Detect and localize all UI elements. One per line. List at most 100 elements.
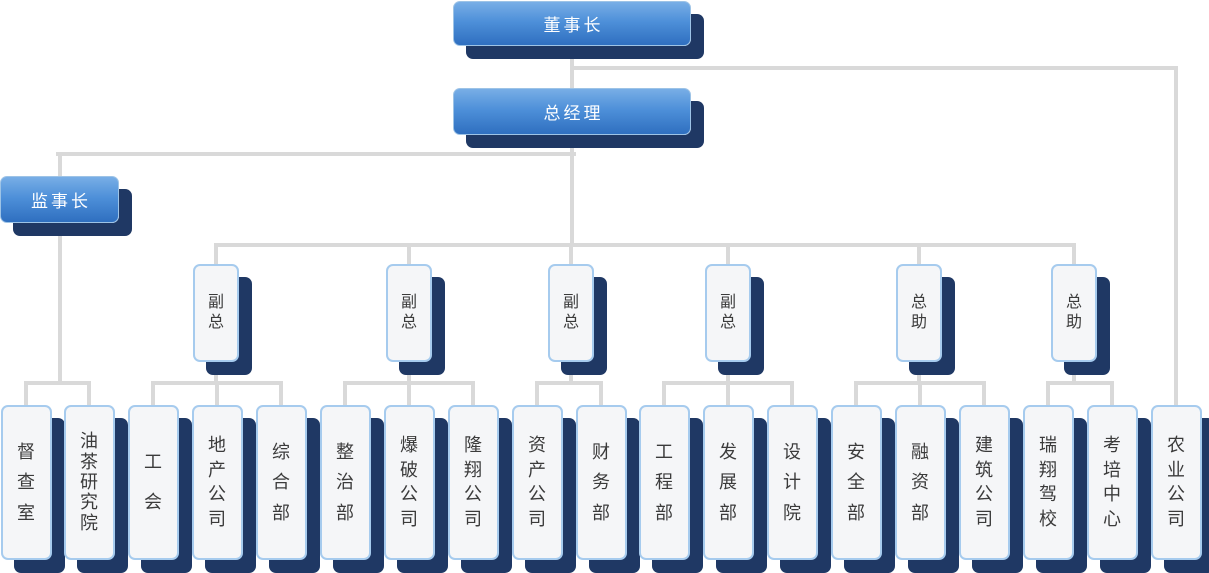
glyph: 资 xyxy=(528,435,546,456)
connector-line xyxy=(471,381,475,407)
connector-line xyxy=(214,243,218,266)
node-department: 建筑公司 xyxy=(958,405,1010,560)
node-executive: 副总 xyxy=(386,264,432,362)
connector-line xyxy=(214,243,1076,247)
glyph: 助 xyxy=(1065,314,1082,331)
glyph: 考 xyxy=(1103,435,1121,456)
glyph: 产 xyxy=(528,459,546,480)
glyph: 究 xyxy=(80,492,98,513)
connector-line xyxy=(662,381,666,407)
glyph: 院 xyxy=(80,512,98,533)
node-department: 考培中心 xyxy=(1086,405,1138,560)
connector-line xyxy=(982,381,986,407)
glyph: 地 xyxy=(208,435,226,456)
glyph: 发 xyxy=(719,441,737,462)
glyph: 部 xyxy=(719,502,737,523)
node-general-manager: 总经理 xyxy=(453,88,691,135)
node-department: 安全部 xyxy=(830,405,882,560)
glyph: 翔 xyxy=(1039,459,1057,480)
glyph: 产 xyxy=(208,459,226,480)
connector-line xyxy=(58,221,62,385)
connector-line xyxy=(56,152,576,156)
glyph: 部 xyxy=(336,502,354,523)
glyph: 心 xyxy=(1103,508,1121,529)
glyph: 部 xyxy=(911,502,929,523)
connector-line xyxy=(918,381,922,407)
glyph: 工 xyxy=(655,441,673,462)
connector-line xyxy=(24,381,28,407)
glyph: 驾 xyxy=(1039,484,1057,505)
connector-line xyxy=(726,243,730,266)
glyph: 公 xyxy=(1167,484,1185,505)
connector-line xyxy=(599,381,603,407)
glyph: 总 xyxy=(910,294,927,311)
glyph: 部 xyxy=(272,502,290,523)
connector-line xyxy=(569,243,573,266)
node-department: 发展部 xyxy=(702,405,754,560)
glyph: 公 xyxy=(975,484,993,505)
connector-line xyxy=(917,360,921,385)
connector-line xyxy=(215,381,219,407)
connector-line xyxy=(790,381,794,407)
connector-line xyxy=(535,381,603,385)
glyph: 司 xyxy=(400,508,418,529)
node-department: 农业公司 xyxy=(1150,405,1202,560)
glyph: 司 xyxy=(528,508,546,529)
glyph: 总 xyxy=(400,314,417,331)
node-chairman: 董事长 xyxy=(453,1,691,46)
connector-line xyxy=(1072,243,1076,266)
node-department: 瑞翔驾校 xyxy=(1022,405,1074,560)
glyph: 茶 xyxy=(80,451,98,472)
glyph: 院 xyxy=(783,502,801,523)
glyph: 综 xyxy=(272,441,290,462)
connector-line xyxy=(279,381,283,407)
connector-line xyxy=(407,381,411,407)
connector-line xyxy=(1072,360,1076,385)
glyph: 治 xyxy=(336,472,354,492)
connector-line xyxy=(1174,66,1178,407)
node-department: 融资部 xyxy=(894,405,946,560)
glyph: 会 xyxy=(144,492,162,513)
connector-line xyxy=(535,381,539,407)
connector-line xyxy=(1046,381,1050,407)
connector-line xyxy=(570,66,1178,70)
node-department: 设计院 xyxy=(766,405,818,560)
glyph: 整 xyxy=(336,441,354,462)
glyph: 副 xyxy=(562,294,579,311)
connector-line xyxy=(1046,381,1114,385)
connector-line xyxy=(24,381,91,385)
connector-line xyxy=(214,360,218,385)
glyph: 公 xyxy=(400,484,418,505)
connector-line xyxy=(854,381,858,407)
node-department: 督查室 xyxy=(0,405,52,560)
glyph: 设 xyxy=(783,441,801,462)
node-department: 爆破公司 xyxy=(383,405,435,560)
glyph: 督 xyxy=(17,441,35,462)
glyph: 隆 xyxy=(464,435,482,456)
glyph: 总 xyxy=(719,314,736,331)
glyph: 公 xyxy=(208,484,226,505)
node-department: 工会 xyxy=(127,405,179,560)
glyph: 建 xyxy=(975,435,993,456)
connector-line xyxy=(407,360,411,385)
glyph: 计 xyxy=(783,472,801,492)
node-executive: 副总 xyxy=(705,264,751,362)
node-supervisor: 监事长 xyxy=(0,176,119,223)
glyph: 室 xyxy=(17,502,35,523)
glyph: 查 xyxy=(17,472,35,492)
glyph: 程 xyxy=(655,472,673,492)
glyph: 农 xyxy=(1167,435,1185,456)
node-department: 隆翔公司 xyxy=(447,405,499,560)
connector-line xyxy=(726,381,730,407)
glyph: 部 xyxy=(592,502,610,523)
connector-line xyxy=(58,152,62,178)
glyph: 部 xyxy=(847,502,865,523)
node-department: 资产公司 xyxy=(511,405,563,560)
glyph: 副 xyxy=(207,294,224,311)
glyph: 总 xyxy=(1065,294,1082,311)
glyph: 司 xyxy=(464,508,482,529)
glyph: 司 xyxy=(975,508,993,529)
node-executive: 副总 xyxy=(548,264,594,362)
glyph: 副 xyxy=(400,294,417,311)
